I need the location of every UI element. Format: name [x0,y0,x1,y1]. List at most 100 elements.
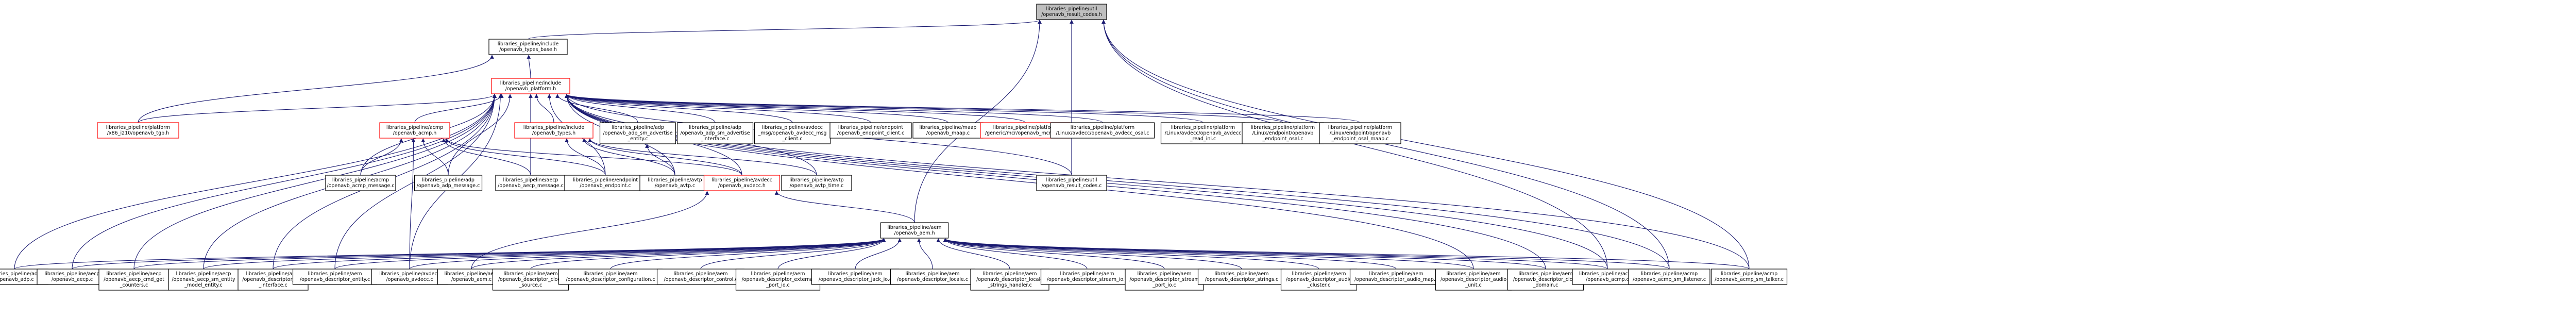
file-node-box [564,175,647,191]
file-node-d-str[interactable]: libraries_pipeline/aem/openavb_descripto… [1197,269,1286,285]
file-node-root[interactable]: libraries_pipeline/util/openavb_result_c… [1036,4,1107,20]
include-edge [421,138,449,176]
file-node-label: libraries_pipeline/aecp [107,271,162,277]
file-node-label: libraries_pipeline/aem [584,271,638,277]
file-node-label: libraries_pipeline/avtp [648,177,702,183]
file-node-label: libraries_pipeline/aem [983,271,1037,277]
file-node-label: /Linux/endpoint/openavb [1330,130,1391,136]
file-node-types-base[interactable]: libraries_pipeline/include/openavb_types… [488,39,568,55]
file-node-adp-msg[interactable]: libraries_pipeline/adp/openavb_adp_messa… [414,175,483,191]
file-node-label: /openavb_descriptor_avb [242,277,303,282]
file-node-aem-h[interactable]: libraries_pipeline/aem/openavb_aem.h [880,222,949,239]
file-node-avtp-time[interactable]: libraries_pipeline/avtp/openavb_avtp_tim… [781,175,852,191]
file-node-d-entity[interactable]: libraries_pipeline/aem/openavb_descripto… [292,269,378,285]
file-node-label: _model_entity.c [184,282,223,288]
file-node-ep-osal[interactable]: libraries_pipeline/platform/Linux/endpoi… [1242,122,1324,144]
file-node-tl-plat[interactable]: libraries_pipeline/platform/x86_i210/ope… [97,122,179,139]
file-node-label: /openavb_endpoint_client.c [837,130,904,136]
file-node-label: /openavb_adp_message.c [417,183,480,189]
file-node-box [492,269,569,291]
file-node-avdecc-c[interactable]: libraries_pipeline/avdecc/openavb_avdecc… [371,269,448,285]
file-node-avdecc-cfg[interactable]: libraries_pipeline/platform/Linux/avdecc… [1050,122,1155,139]
file-node-endpoint-c[interactable]: libraries_pipeline/endpoint/openavb_endp… [564,175,647,191]
file-node-box [1125,269,1204,291]
file-node-label: /openavb_descriptor_stream [1129,277,1199,282]
file-node-acmp-h[interactable]: libraries_pipeline/acmp/openavb_acmp.h [379,122,450,139]
file-node-d-clock[interactable]: libraries_pipeline/aem/openavb_descripto… [492,269,569,291]
file-node-box [292,269,378,285]
file-node-label: libraries_pipeline/platform [1071,125,1134,130]
include-edge [565,94,871,123]
file-node-types-h[interactable]: libraries_pipeline/include/openavb_types… [514,122,594,139]
file-node-d-conf[interactable]: libraries_pipeline/aem/openavb_descripto… [558,269,663,285]
file-node-label: libraries_pipeline/adp [689,125,741,130]
node-layer: libraries_pipeline/util/openavb_result_c… [0,4,1788,291]
include-edge [565,94,716,123]
file-node-label: /openavb_acmp.c [1586,277,1629,282]
file-node-label: /openavb_descriptor_jack_io.c [819,277,892,282]
file-node-maap-cl[interactable]: libraries_pipeline/avdecc_msg/openavb_av… [754,122,831,144]
file-node-d-aunit[interactable]: libraries_pipeline/aem/openavb_descripto… [1435,269,1512,291]
file-node-label: _strings_handler.c [987,282,1031,288]
file-node-label: /openavb_descriptor_locale [976,277,1043,282]
include-edge [943,238,1397,270]
include-edge [409,238,886,270]
file-node-aecp-sm[interactable]: libraries_pipeline/aecp/openavb_aecp_sm_… [168,269,239,291]
include-edge [448,94,512,176]
file-node-aecp-c[interactable]: libraries_pipeline/aecp/openavb_aecp.c [37,269,108,285]
file-node-adp-iface[interactable]: libraries_pipeline/adp/openavb_adp_sm_ad… [676,122,754,144]
include-edge [530,238,886,270]
file-node-aecp-msg[interactable]: libraries_pipeline/aecp/openavb_aecp_mes… [495,175,566,191]
file-node-label: libraries_pipeline/aem [751,271,805,277]
file-node-acmp-lis[interactable]: libraries_pipeline/acmp/openavb_acmp_sm_… [1628,269,1710,285]
include-edge [1101,20,1750,270]
file-node-d-ext[interactable]: libraries_pipeline/aem/openavb_descripto… [735,269,821,291]
file-node-d-cdom[interactable]: libraries_pipeline/aem/openavb_descripto… [1507,269,1584,291]
file-node-label: /openavb_avtp.c [655,183,696,189]
file-node-avdecc-rd[interactable]: libraries_pipeline/platform/Linux/avdecc… [1160,122,1246,144]
file-node-label: /openavb_maap.c [926,130,970,136]
file-node-box [1036,4,1107,20]
file-node-acmp-msg[interactable]: libraries_pipeline/acmp/openavb_acmp_mes… [325,175,396,191]
file-node-d-ctrl[interactable]: libraries_pipeline/aem/openavb_descripto… [656,269,745,285]
include-edge [528,20,1042,40]
file-node-label: libraries_pipeline/acmp [1579,271,1636,277]
include-edge [565,94,1204,123]
file-node-label: /generic/mcr/openavb_mcr_hal.h [985,130,1065,136]
file-node-label: libraries_pipeline/aem [246,271,300,277]
file-node-platform[interactable]: libraries_pipeline/include/openavb_platf… [491,78,570,94]
include-edge [943,238,1750,270]
file-node-label: libraries_pipeline/adp [0,271,41,277]
file-node-label: libraries_pipeline/aecp [176,271,231,277]
file-node-ep-maap[interactable]: libraries_pipeline/platform/Linux/endpoi… [1319,122,1401,144]
file-node-result-c[interactable]: libraries_pipeline/util/openavb_result_c… [1036,175,1107,191]
file-node-d-audio[interactable]: libraries_pipeline/aem/openavb_descripto… [1280,269,1358,291]
file-node-d-amap[interactable]: libraries_pipeline/aem/openavb_descripto… [1349,269,1443,285]
file-node-label: libraries_pipeline/include [498,41,559,47]
file-node-label: /openavb_descriptor_locale.c [897,277,968,282]
file-node-label: libraries_pipeline/adp [422,177,474,183]
file-node-label: libraries_pipeline/endpoint [573,177,638,183]
file-node-adp-entity[interactable]: libraries_pipeline/adp/openavb_adp_sm_ad… [599,122,676,144]
file-node-d-locstr[interactable]: libraries_pipeline/aem/openavb_descripto… [970,269,1049,291]
file-node-label: /openavb_descriptor_control.c [664,277,737,282]
file-node-d-jack[interactable]: libraries_pipeline/aem/openavb_descripto… [811,269,900,285]
file-node-box [495,175,566,191]
include-edge [471,191,709,270]
file-node-maap-h[interactable]: libraries_pipeline/maap/openavb_maap.c [912,122,984,139]
file-node-d-spio[interactable]: libraries_pipeline/aem/openavb_descripto… [1125,269,1204,291]
file-node-box [371,269,448,285]
file-node-box [703,175,781,191]
file-node-acmp-talk[interactable]: libraries_pipeline/acmp/openavb_acmp_sm_… [1710,269,1788,285]
file-node-ep-cl[interactable]: libraries_pipeline/endpoint/openavb_endp… [829,122,912,139]
file-node-avtp-c[interactable]: libraries_pipeline/avtp/openavb_avtp.c [639,175,710,191]
file-node-d-loc[interactable]: libraries_pipeline/aem/openavb_descripto… [890,269,975,285]
file-node-label: libraries_pipeline/aem [1369,271,1423,277]
file-node-label: /openavb_acmp.h [393,130,437,136]
file-node-avdecc-h[interactable]: libraries_pipeline/avdecc/openavb_avdecc… [703,175,781,191]
include-edge [588,138,742,176]
file-node-aecp-cmd[interactable]: libraries_pipeline/aecp/openavb_aecp_cmd… [98,269,170,291]
file-node-box [491,78,570,94]
file-node-d-sio[interactable]: libraries_pipeline/aem/openavb_descripto… [1040,269,1134,285]
